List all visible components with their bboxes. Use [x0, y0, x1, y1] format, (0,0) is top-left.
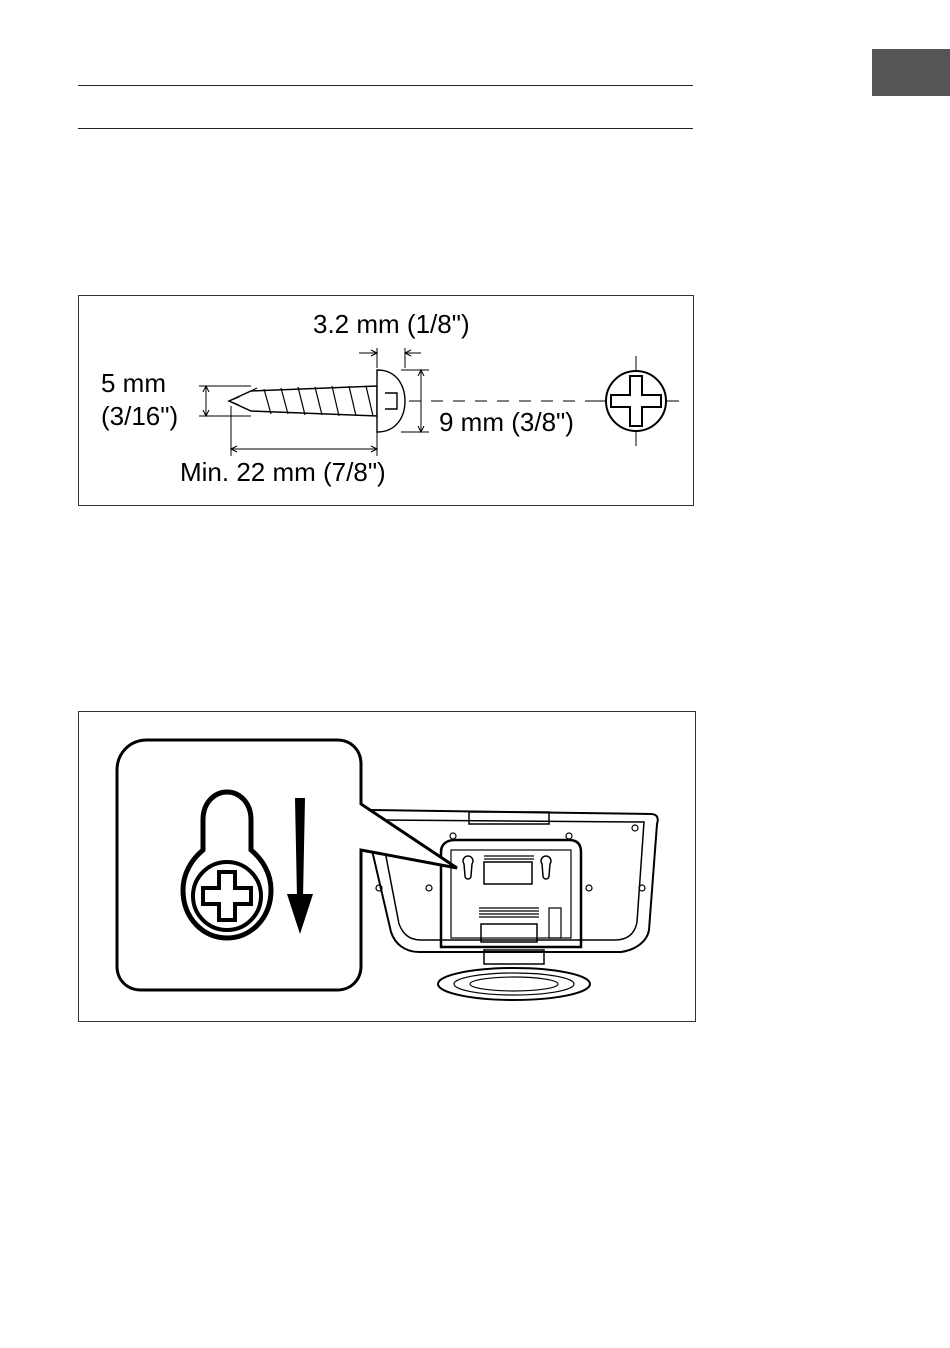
device-back: [364, 810, 658, 952]
wall-mount-drawing: [79, 712, 697, 1023]
shaft-diameter-label-1: 5 mm: [101, 369, 166, 399]
head-width-label: 3.2 mm (1/8"): [313, 310, 470, 340]
second-rule: [78, 128, 693, 129]
top-rule: [78, 85, 693, 86]
wall-mount-figure: [78, 711, 696, 1022]
screw-dimension-figure: 3.2 mm (1/8") 5 mm (3/16") 9 mm (3/8") M…: [78, 295, 694, 506]
head-diameter-label: 9 mm (3/8"): [439, 408, 574, 438]
shaft-diameter-label-2: (3/16"): [101, 402, 178, 432]
device-stand: [438, 950, 590, 1000]
phillips-head-icon: [594, 356, 679, 446]
screw-head: [377, 370, 405, 432]
section-tab: [872, 49, 950, 96]
length-label: Min. 22 mm (7/8"): [180, 458, 386, 488]
